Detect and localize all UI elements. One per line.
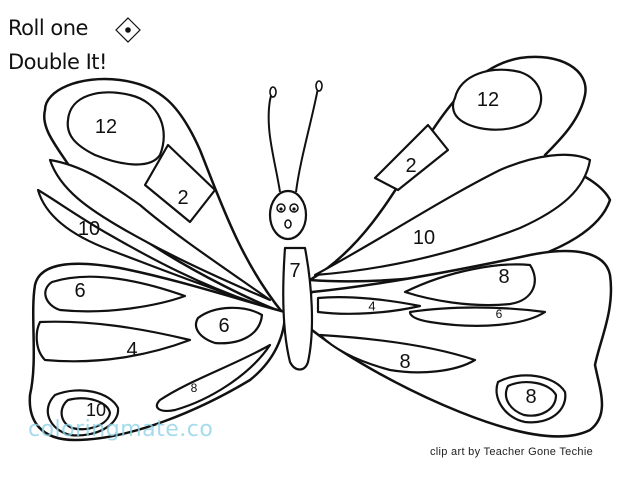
title-line-2: Double It! (8, 50, 107, 74)
right-wing-number: 4 (368, 299, 375, 314)
left-wing-number: 6 (74, 280, 85, 302)
title-line-1: Roll one (8, 16, 88, 40)
watermark: coloringmate.co (28, 417, 214, 442)
right-upper-wing (308, 55, 612, 283)
right-wing-number: 8 (525, 386, 536, 408)
left-lower-wing (28, 262, 287, 442)
right-wing-number: 12 (477, 89, 499, 111)
right-wing-number: 2 (405, 155, 416, 177)
right-wing-number: 8 (498, 266, 509, 288)
butterfly-body (267, 80, 323, 371)
right-wing-number: 8 (399, 351, 410, 373)
die-one-pip-icon (115, 17, 141, 43)
right-lower-wing (305, 249, 613, 438)
right-wing-number: 10 (413, 227, 435, 249)
left-wing-number: 8 (191, 381, 198, 395)
clip-art-credit: clip art by Teacher Gone Techie (430, 446, 593, 458)
left-wing-number: 2 (177, 187, 188, 209)
right-wing-number: 6 (496, 307, 503, 321)
left-wing-number: 12 (95, 116, 117, 138)
left-wing-number: 10 (78, 218, 100, 240)
left-wing-number: 6 (218, 315, 229, 337)
left-wing-number: 4 (126, 339, 137, 361)
body-number: 7 (289, 260, 300, 282)
left-wing-number: 10 (86, 400, 106, 420)
left-upper-wing (36, 77, 284, 314)
